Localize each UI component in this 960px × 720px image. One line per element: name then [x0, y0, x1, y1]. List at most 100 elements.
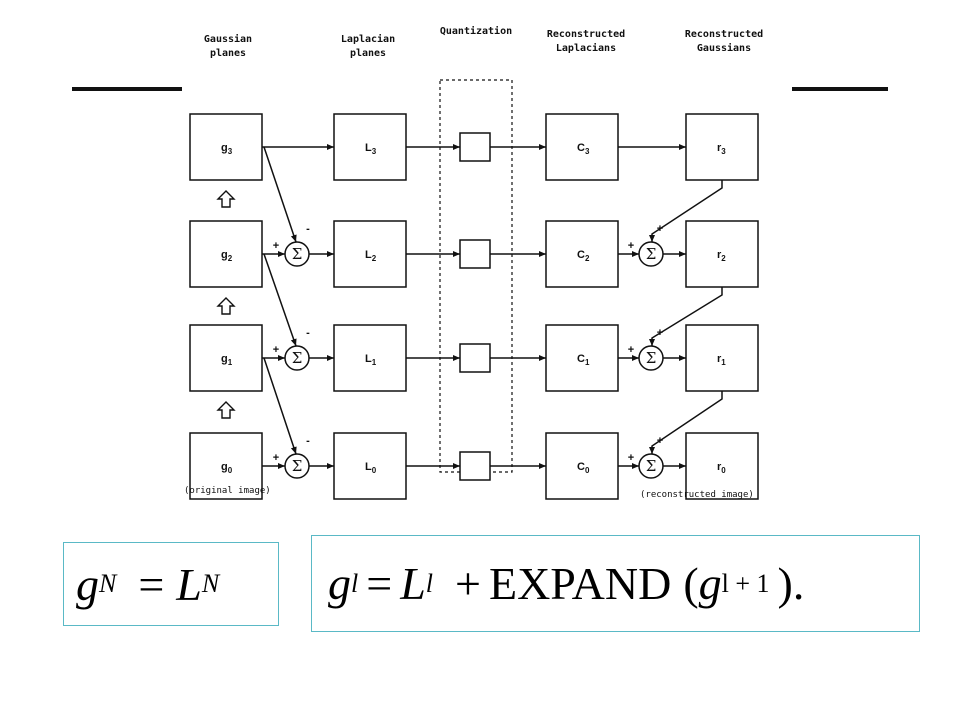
synthesis-sum-node-2-symbol: Σ — [646, 245, 657, 263]
header-gaussian-planes: Gaussian planes — [204, 33, 252, 59]
minus-sign-analysis-1: - — [306, 327, 310, 339]
plus-sign-synthesis-left-0: + — [628, 452, 634, 464]
laplacian-label-3-base: L — [365, 142, 372, 154]
recon-laplacian-label-3: C3 — [577, 142, 590, 156]
expand-line-synthesis-0 — [649, 391, 723, 454]
svg-text:Reconstructed: Reconstructed — [685, 29, 763, 40]
recon-laplacian-label-1-base: C — [577, 353, 585, 365]
recon-gaussian-label-3: r3 — [717, 142, 726, 156]
plus-sign-synthesis-left-2: + — [628, 240, 634, 252]
recon-gaussian-label-3-base: r — [717, 142, 722, 154]
analysis-sum-node-1-symbol: Σ — [292, 349, 303, 367]
recon-laplacian-label-0-base: C — [577, 461, 585, 473]
gaussian-label-1-subscript: 1 — [228, 358, 233, 367]
eq1-lhs-sub: N — [99, 569, 117, 598]
recon-gaussian-label-0-subscript: 0 — [721, 466, 726, 475]
recon-gaussian-label-3-subscript: 3 — [721, 147, 726, 156]
analysis-sum-node-0-symbol: Σ — [292, 457, 303, 475]
gaussian-label-3-subscript: 3 — [228, 147, 233, 156]
gaussian-box-1 — [189, 324, 263, 392]
header-quantization: Quantization — [440, 25, 512, 37]
recon-gaussian-label-1-subscript: 1 — [721, 358, 726, 367]
recon-laplacian-label-2-base: C — [577, 249, 585, 261]
svg-text:Laplacian: Laplacian — [341, 33, 395, 45]
recon-laplacian-box-2 — [545, 220, 619, 288]
recon-laplacian-label-0-subscript: 0 — [585, 466, 590, 475]
gaussian-label-0: g0 — [221, 461, 233, 475]
svg-text:Gaussians: Gaussians — [697, 42, 751, 54]
recon-gaussian-label-2: r2 — [717, 249, 726, 263]
caption-reconstructed-image: (reconstructed image) — [640, 490, 754, 500]
caption-original-image: (original image) — [184, 486, 271, 496]
eq2-lhs: g — [328, 558, 351, 609]
svg-text:planes: planes — [210, 48, 246, 59]
laplacian-label-0-subscript: 0 — [372, 466, 377, 475]
gaussian-box-0 — [189, 432, 263, 500]
recon-laplacian-label-2: C2 — [577, 249, 590, 263]
recon-laplacian-label-3-subscript: 3 — [585, 147, 590, 156]
eq1-rhs: L — [176, 558, 202, 610]
recon-gaussian-box-0 — [685, 432, 759, 500]
gaussian-label-2-subscript: 2 — [228, 254, 233, 263]
gaussian-label-3: g3 — [221, 142, 233, 156]
plus-sign-analysis-2: + — [273, 240, 279, 252]
eq2-arg-sub: l + 1 — [721, 568, 770, 598]
laplacian-label-1: L1 — [365, 353, 377, 367]
recon-gaussian-box-2 — [685, 220, 759, 288]
recon-laplacian-label-1-subscript: 1 — [585, 358, 590, 367]
reduce-up-arrow-icon-0 — [216, 401, 236, 419]
gaussian-label-2: g2 — [221, 249, 233, 263]
expand-line-analysis-0 — [263, 357, 297, 455]
synthesis-sum-node-1-symbol: Σ — [646, 349, 657, 367]
header-laplacian-planes: Laplacian planes — [341, 33, 395, 59]
laplacian-box-3 — [333, 113, 407, 181]
recon-laplacian-label-0: C0 — [577, 461, 590, 475]
eq1-op: = — [138, 558, 165, 610]
eq1-lhs: g — [76, 558, 99, 610]
laplacian-label-3: L3 — [365, 142, 377, 156]
eq2-rhs-sub: l — [425, 568, 434, 598]
expand-line-analysis-1 — [263, 253, 297, 347]
recon-gaussian-label-2-subscript: 2 — [721, 254, 726, 263]
svg-text:Laplacians: Laplacians — [556, 42, 616, 54]
gaussian-label-1-base: g — [221, 353, 228, 365]
header-reconstructed-gaussians: Reconstructed Gaussians — [685, 29, 763, 54]
synthesis-sum-node-0-symbol: Σ — [646, 457, 657, 475]
laplacian-label-2: L2 — [365, 249, 377, 263]
eq2-arg: g — [698, 558, 722, 609]
expand-line-analysis-2 — [263, 146, 297, 243]
minus-sign-analysis-2: - — [306, 223, 310, 235]
quantizer-box-3 — [459, 132, 491, 162]
header-reconstructed-laplacians: Reconstructed Laplacians — [547, 29, 625, 54]
laplacian-label-2-base: L — [365, 249, 372, 261]
gaussian-label-2-base: g — [221, 249, 228, 261]
eq2-func: EXPAND — [488, 558, 672, 609]
minus-sign-analysis-0: - — [306, 435, 310, 447]
plus-sign-synthesis-left-1: + — [628, 344, 634, 356]
recon-gaussian-box-1 — [685, 324, 759, 392]
reduce-up-arrow-icon-2 — [216, 190, 236, 208]
quantizer-box-0 — [459, 451, 491, 481]
svg-text:Gaussian: Gaussian — [204, 33, 252, 45]
recon-gaussian-label-0-base: r — [717, 461, 722, 473]
laplacian-label-3-subscript: 3 — [372, 147, 377, 156]
plus-sign-analysis-1: + — [273, 344, 279, 356]
eq2-open-paren: ( — [683, 558, 699, 609]
gaussian-label-3-base: g — [221, 142, 228, 154]
laplacian-label-1-subscript: 1 — [372, 358, 377, 367]
eq2-lhs-sub: l — [351, 568, 359, 598]
gaussian-box-2 — [189, 220, 263, 288]
recon-gaussian-label-1: r1 — [717, 353, 726, 367]
eq1-rhs-sub: N — [201, 569, 220, 598]
gaussian-label-0-base: g — [221, 461, 228, 473]
expand-line-synthesis-1 — [649, 287, 723, 346]
eq2-close-paren: ). — [777, 558, 805, 609]
gaussian-label-1: g1 — [221, 353, 233, 367]
eq2-rhs: L — [400, 558, 426, 609]
svg-text:planes: planes — [350, 48, 386, 59]
recon-gaussian-box-3 — [685, 113, 759, 181]
